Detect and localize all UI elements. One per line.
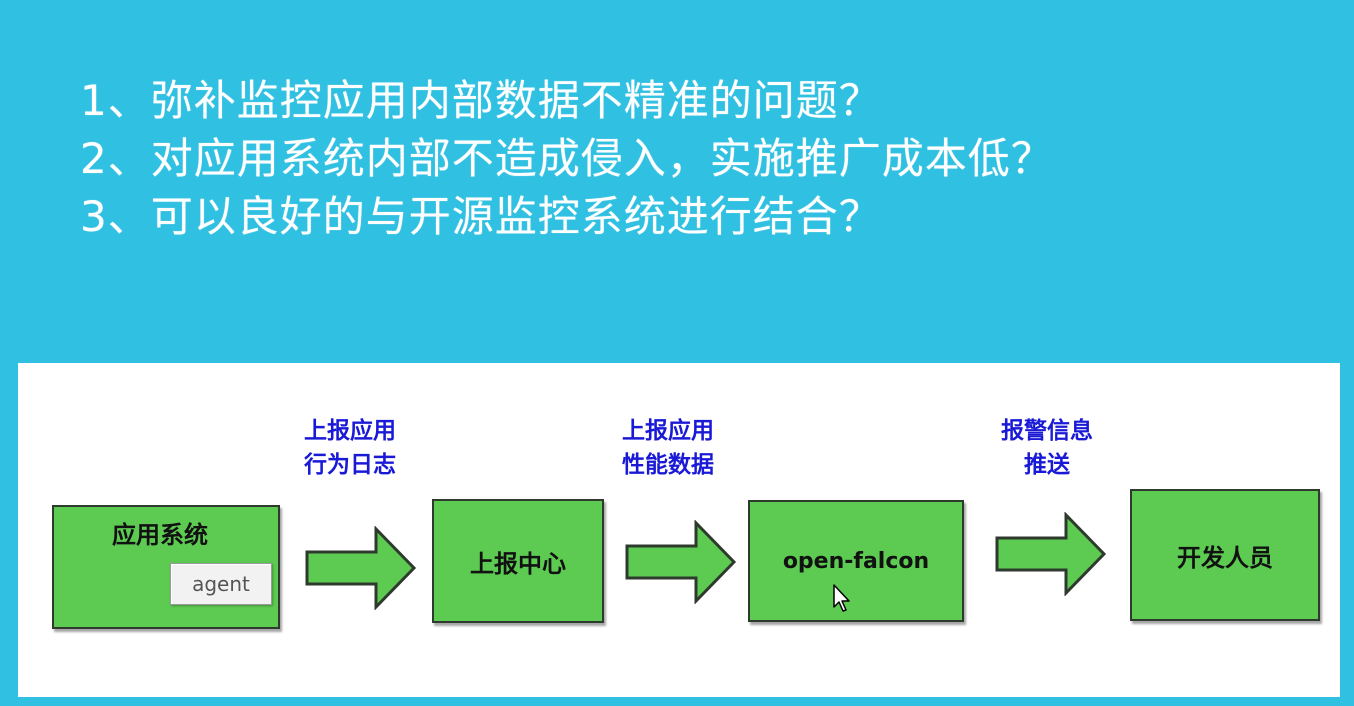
mouse-cursor-icon <box>833 584 850 612</box>
node-developers: 开发人员 <box>1130 489 1320 621</box>
node-open-falcon-label: open-falcon <box>782 548 930 574</box>
edge-label-line: 报警信息 <box>1001 418 1093 444</box>
question-1: 1、弥补监控应用内部数据不精准的问题？ <box>80 76 882 125</box>
edge-label-line: 上报应用 <box>304 418 396 444</box>
edge-label-report-performance: 上报应用 性能数据 <box>598 414 738 482</box>
question-list: 1、弥补监控应用内部数据不精准的问题？ 2、对应用系统内部不造成侵入，实施推广成… <box>80 72 1280 246</box>
question-3: 3、可以良好的与开源监控系统进行结合？ <box>80 192 882 241</box>
edge-label-alarm-push: 报警信息 推送 <box>977 414 1117 482</box>
edge-label-line: 推送 <box>1024 452 1070 478</box>
question-2: 2、对应用系统内部不造成侵入，实施推广成本低？ <box>80 134 1054 183</box>
edge-label-line: 性能数据 <box>622 452 714 478</box>
arrow-right-icon <box>625 520 737 604</box>
node-app-system: 应用系统 agent <box>52 505 280 629</box>
edge-label-line: 上报应用 <box>622 418 714 444</box>
arrow-right-icon <box>995 512 1107 596</box>
node-developers-label: 开发人员 <box>1177 543 1273 572</box>
arrow-right-icon <box>305 526 417 610</box>
edge-label-line: 行为日志 <box>304 452 396 478</box>
node-open-falcon: open-falcon <box>748 500 964 622</box>
agent-box: agent <box>170 563 272 605</box>
node-report-center-label: 上报中心 <box>470 549 566 578</box>
edge-label-report-behavior: 上报应用 行为日志 <box>280 414 420 482</box>
node-app-system-label: 应用系统 <box>112 521 208 549</box>
node-report-center: 上报中心 <box>432 499 604 623</box>
